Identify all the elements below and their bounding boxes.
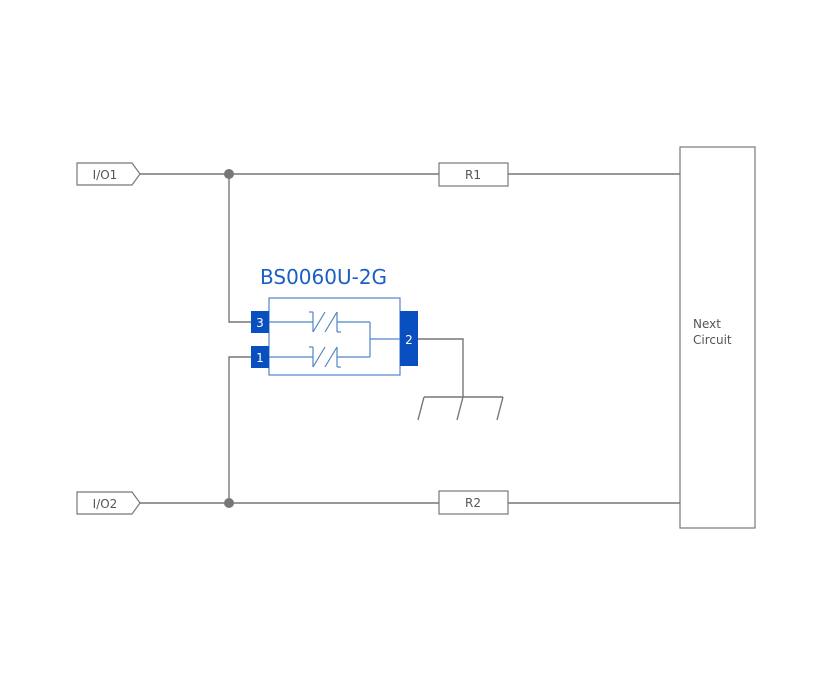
wire-io2-pin1 bbox=[228, 356, 251, 503]
component-title: BS0060U-2G bbox=[260, 265, 387, 289]
io1-label: I/O1 bbox=[93, 168, 118, 182]
resistor-r2: R2 bbox=[438, 490, 509, 515]
tvs-diode-top bbox=[309, 311, 341, 333]
io1-port: I/O1 bbox=[76, 162, 141, 186]
next-circuit-block: Next Circuit bbox=[679, 146, 756, 529]
pin-1: 1 bbox=[251, 346, 269, 368]
io2-port: I/O2 bbox=[76, 491, 141, 515]
pin-1-label: 1 bbox=[256, 351, 264, 365]
wire-pin2-ground bbox=[418, 338, 464, 397]
tvs-diode-bottom bbox=[309, 346, 341, 368]
pin-3-label: 3 bbox=[256, 316, 264, 330]
next-circuit-line2: Circuit bbox=[693, 333, 732, 347]
resistor-r1: R1 bbox=[438, 162, 509, 187]
pin-2-label: 2 bbox=[405, 333, 413, 347]
pin-3: 3 bbox=[251, 311, 269, 333]
component-outline bbox=[268, 297, 401, 376]
pin-2: 2 bbox=[400, 311, 418, 366]
r2-label: R2 bbox=[465, 496, 481, 510]
ground-symbol bbox=[417, 396, 504, 421]
next-circuit-line1: Next bbox=[693, 317, 721, 331]
wire-io1-pin3 bbox=[228, 174, 251, 323]
r1-label: R1 bbox=[465, 168, 481, 182]
io2-label: I/O2 bbox=[93, 497, 118, 511]
